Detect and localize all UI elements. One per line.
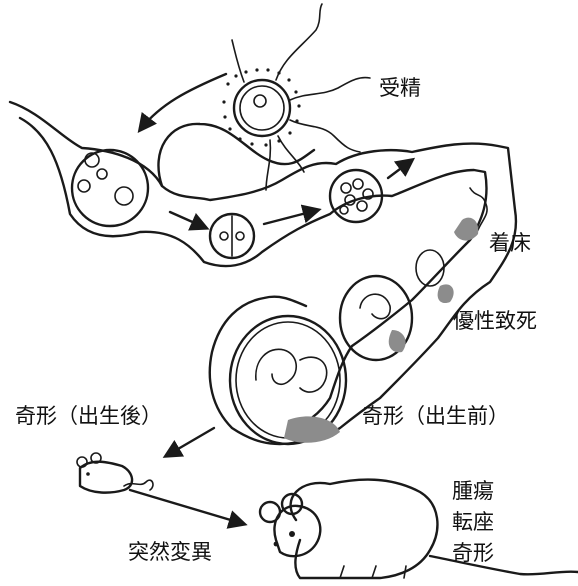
arrow-to-implant: [388, 160, 412, 178]
outcome-translocation: 転座: [452, 507, 494, 538]
embryo-icon: [72, 150, 382, 258]
label-fertilization: 受精: [379, 75, 421, 101]
adult-mouse-icon: [260, 480, 578, 578]
arrow-to-2cell: [170, 212, 206, 228]
fetus-icon: [230, 316, 346, 444]
arrow-to-pup: [166, 428, 214, 456]
mouse-pup-icon: [77, 453, 153, 493]
arrow-fertilization: [140, 74, 226, 130]
label-mutation: 突然変異: [128, 539, 212, 565]
outcome-malformation: 奇形: [452, 538, 494, 569]
outcome-list: 腫瘍 転座 奇形: [452, 476, 494, 569]
early-fetus: [340, 276, 412, 360]
label-dominant-lethal: 優性致死: [453, 308, 537, 334]
implantation-site: [416, 188, 487, 303]
label-malformation-postnatal: 奇形（出生後）: [15, 403, 162, 429]
outcome-tumor: 腫瘍: [452, 476, 494, 507]
tract-outer-wall: [10, 102, 516, 444]
label-malformation-prenatal: 奇形（出生前）: [362, 403, 509, 429]
label-implantation: 着床: [489, 230, 531, 256]
arrow-to-adult: [130, 490, 244, 524]
